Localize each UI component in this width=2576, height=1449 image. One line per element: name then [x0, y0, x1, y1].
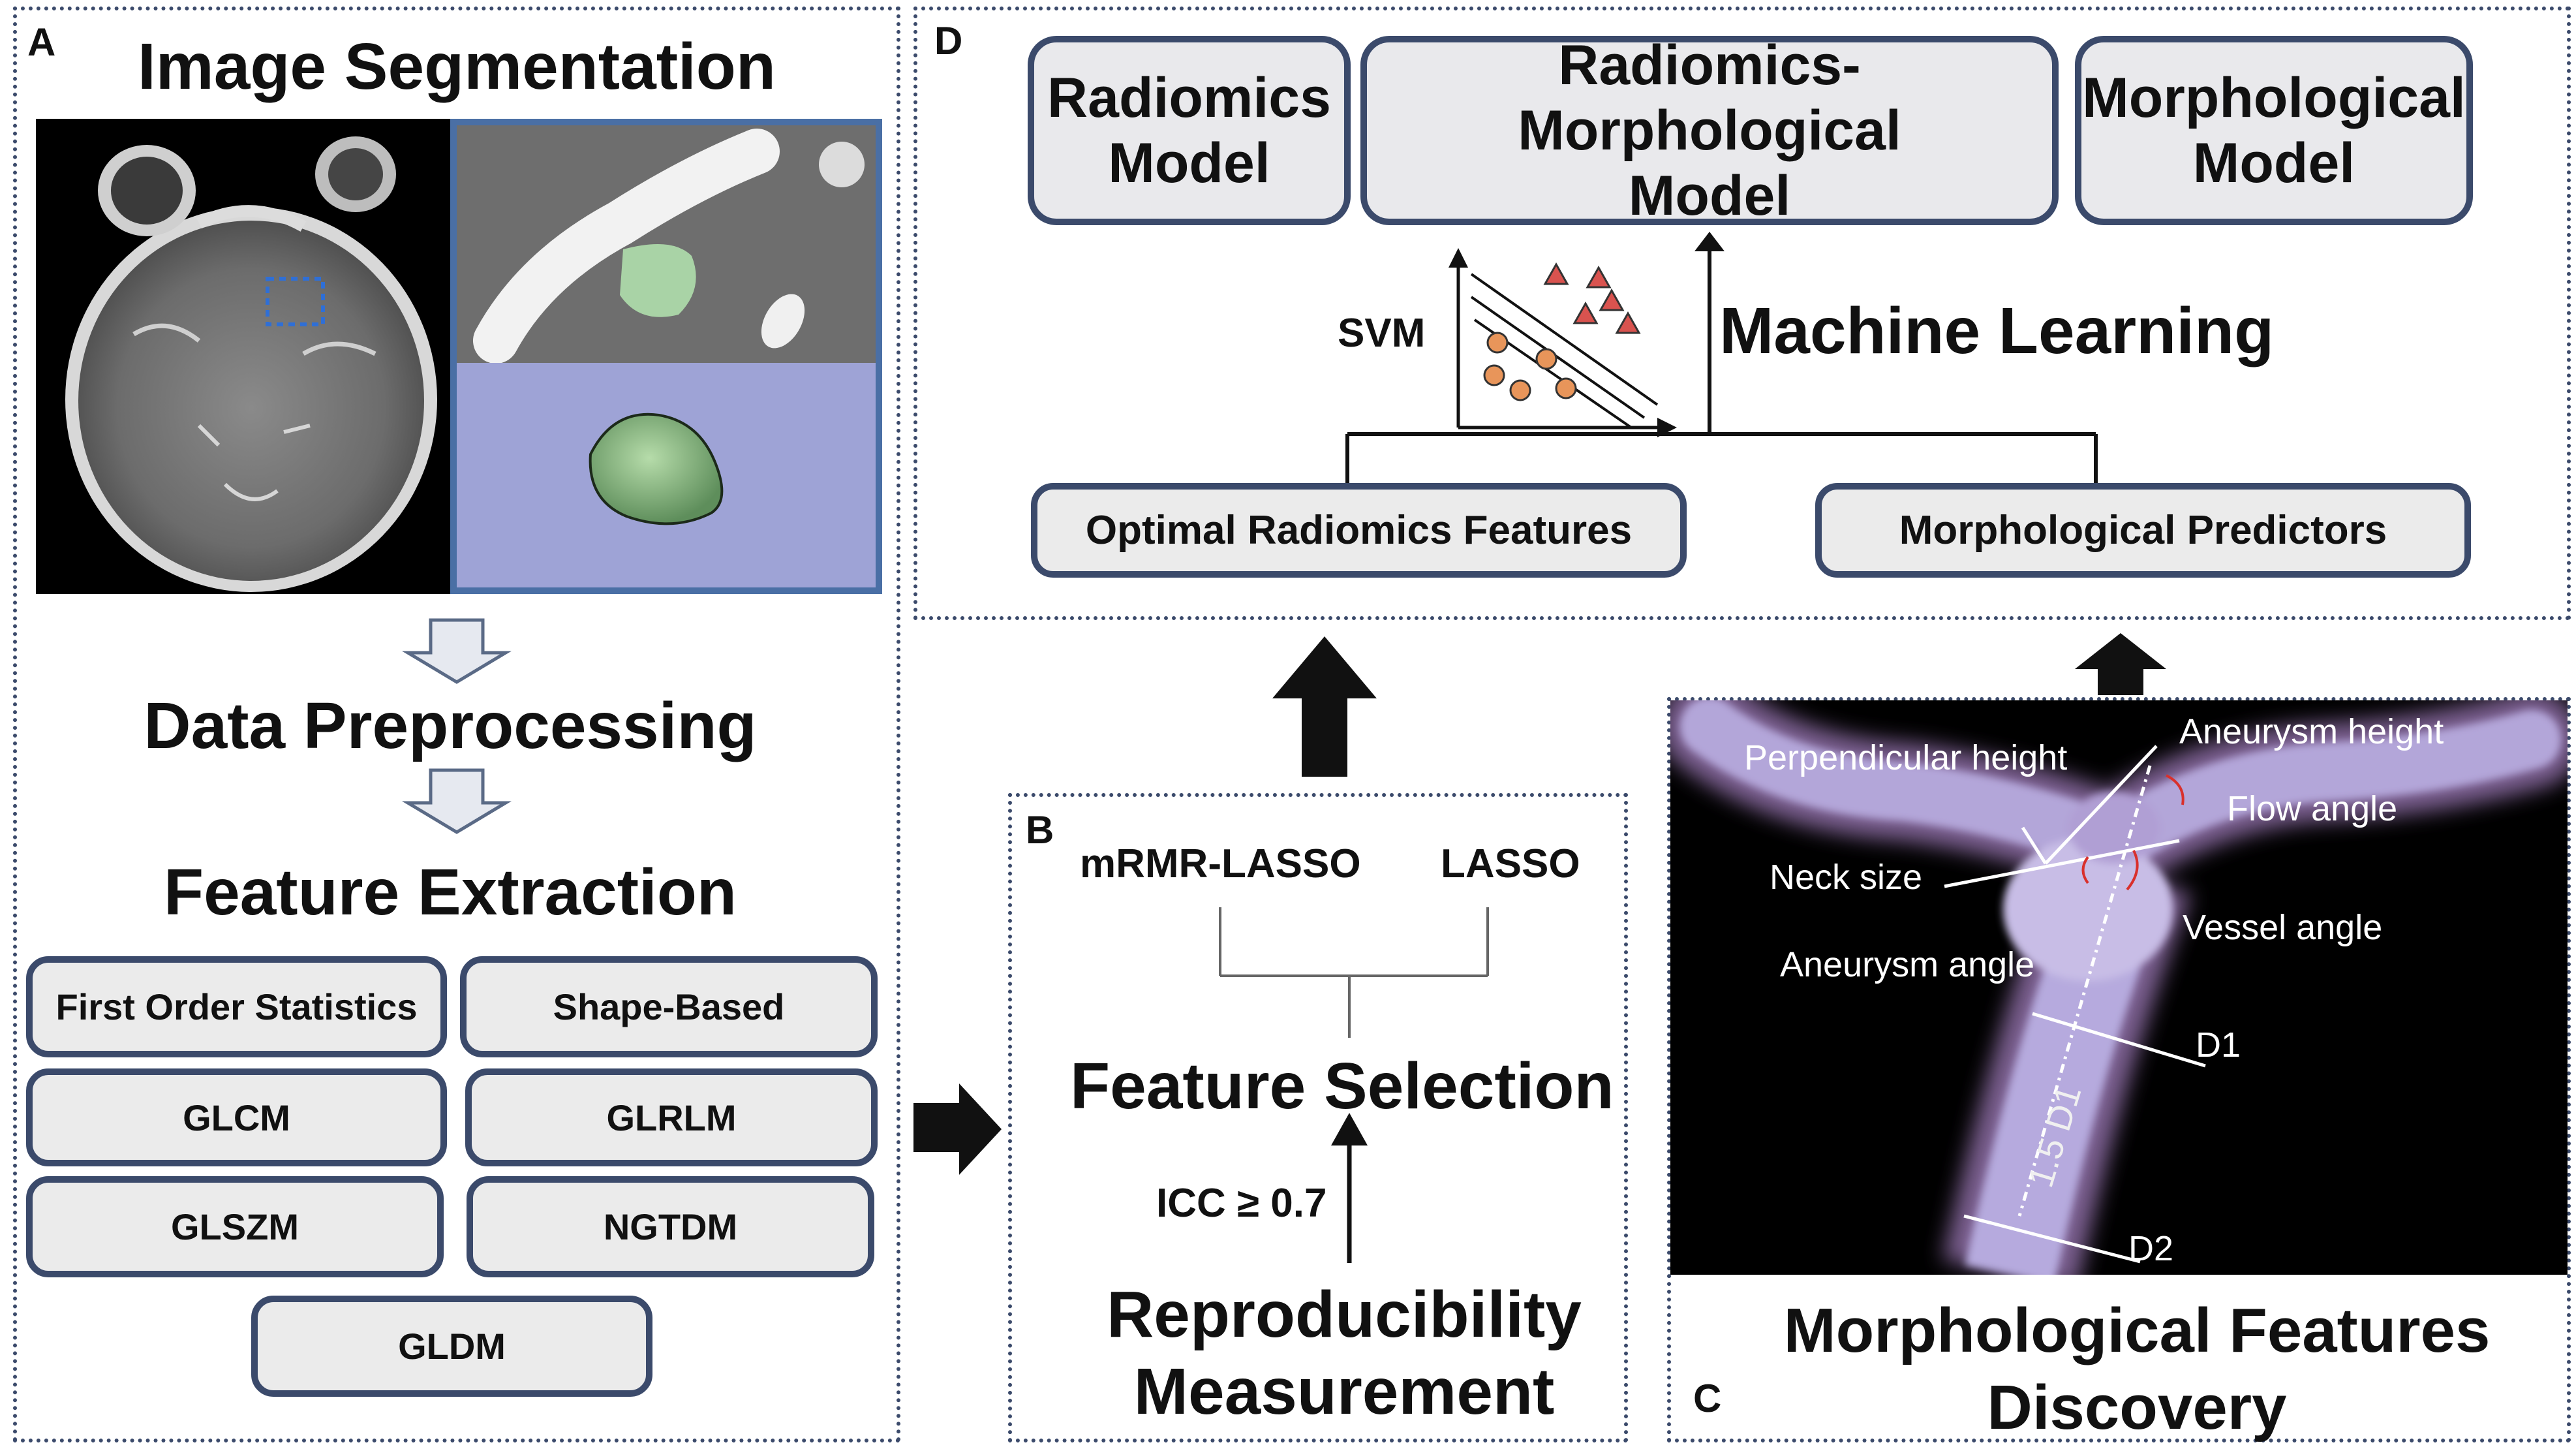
label-neck-size: Neck size — [1770, 858, 1923, 897]
aneurysm-3d-render — [1670, 700, 2568, 1275]
label-aneurysm-height: Aneurysm height — [2179, 712, 2444, 751]
label-d1: D1 — [2196, 1025, 2241, 1065]
feature-selection-title: Feature Selection — [1070, 1050, 1614, 1123]
radiomics-morphological-model-label: Radiomics-Morphological Model — [1518, 34, 1901, 227]
feature-gldm: GLDM — [251, 1296, 652, 1397]
mrmr-lasso-label: mRMR-LASSO — [1080, 841, 1361, 886]
radiomics-model-label: Radiomics Model — [1047, 67, 1331, 195]
machine-learning-label: Machine Learning — [1719, 294, 2275, 367]
panel-c — [1667, 697, 2571, 1442]
icc-threshold-label: ICC ≥ 0.7 — [1156, 1181, 1327, 1226]
radiomics-morphological-model-box: Radiomics-Morphological Model — [1360, 34, 2059, 227]
feature-glcm: GLCM — [26, 1068, 447, 1166]
panel-b — [1008, 793, 1628, 1442]
panel-a — [13, 7, 900, 1442]
ct-brain-slice — [36, 119, 453, 594]
feature-shape-based: Shape-Based — [460, 956, 878, 1057]
optimal-radiomics-features-box: Optimal Radiomics Features — [1031, 483, 1687, 578]
zoomed-segmentation-view — [450, 119, 882, 594]
label-flow-angle: Flow angle — [2227, 789, 2398, 828]
feature-extraction-title: Feature Extraction — [163, 856, 737, 929]
panel-d — [913, 7, 2571, 620]
radiomics-model-box: Radiomics Model — [1028, 36, 1351, 225]
panel-b-letter: B — [1026, 808, 1054, 852]
morphological-model-label: Morphological Model — [2082, 67, 2466, 195]
lasso-label: LASSO — [1441, 841, 1580, 886]
panel-c-letter: C — [1693, 1377, 1722, 1420]
feature-first-order-statistics: First Order Statistics — [26, 956, 447, 1057]
feature-glszm: GLSZM — [26, 1176, 444, 1277]
label-aneurysm-angle: Aneurysm angle — [1780, 945, 2035, 984]
svm-label: SVM — [1338, 311, 1426, 356]
feature-glrlm: GLRLM — [465, 1068, 878, 1166]
label-vessel-angle: Vessel angle — [2183, 908, 2383, 947]
morphological-features-discovery-title: Morphological Features Discovery — [1783, 1296, 2491, 1442]
morphological-predictors-box: Morphological Predictors — [1815, 483, 2471, 578]
label-d2: D2 — [2128, 1229, 2174, 1268]
panel-a-letter: A — [27, 20, 56, 64]
reproducibility-measurement-title: Reproducibility Measurement — [1107, 1278, 1582, 1428]
data-preprocessing-title: Data Preprocessing — [144, 689, 757, 762]
panel-d-letter: D — [934, 19, 963, 63]
feature-ngtdm: NGTDM — [467, 1176, 874, 1277]
image-segmentation-title: Image Segmentation — [138, 30, 776, 103]
morphological-model-box: Morphological Model — [2075, 36, 2473, 225]
label-perpendicular-height: Perpendicular height — [1744, 738, 2068, 777]
